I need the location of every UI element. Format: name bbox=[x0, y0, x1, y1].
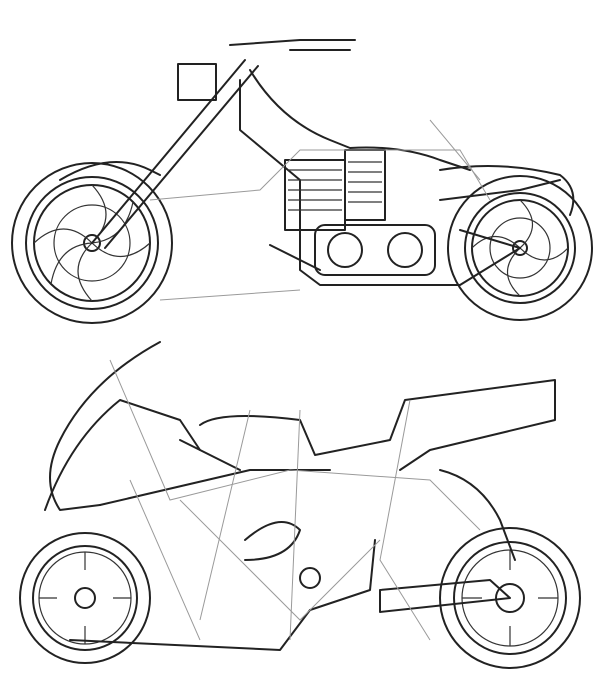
chopper-frame bbox=[59, 39, 575, 286]
chopper-drawing bbox=[11, 39, 593, 324]
sport-guide-lines bbox=[109, 359, 481, 641]
sport-front-wheel bbox=[19, 532, 151, 664]
sport-rear-wheel bbox=[439, 527, 581, 669]
chopper-rear-wheel bbox=[447, 175, 593, 321]
chopper-guide-lines bbox=[149, 119, 491, 301]
sport-bodywork bbox=[44, 341, 556, 651]
sport-bike-drawing bbox=[19, 341, 581, 669]
chopper-engine bbox=[284, 149, 436, 276]
